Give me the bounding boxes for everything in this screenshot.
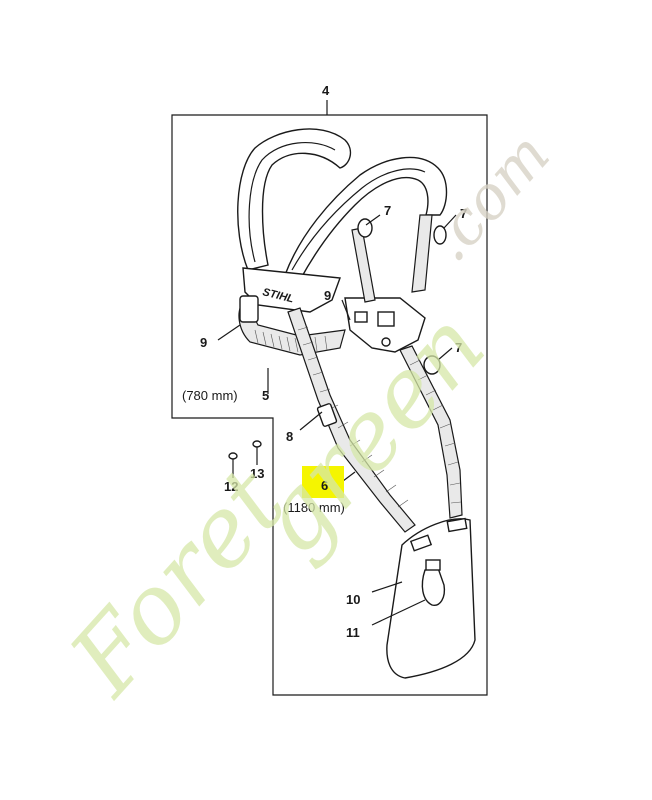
belt-clip-left: [239, 295, 259, 323]
watermark: Foret green .com: [48, 120, 564, 717]
label-buckle-right: 7: [460, 206, 467, 221]
strap-slider: [316, 403, 338, 427]
left-shoulder-pad: [237, 128, 352, 271]
label-clip-left: 9: [200, 335, 207, 350]
label-waist-length: (780 mm): [182, 388, 238, 403]
assembly-frame: [171, 114, 488, 696]
right-shoulder-pad: [284, 156, 448, 281]
rear-strap-right: [411, 214, 433, 293]
label-buckle-left: 7: [384, 203, 391, 218]
label-assembly: 4: [322, 83, 330, 98]
label-waist-belt: 5: [262, 388, 269, 403]
label-hip-pad: 10: [346, 592, 360, 607]
label-strap-length: (1180 mm): [283, 500, 345, 515]
rear-strap-left: [351, 227, 376, 303]
highlight-6: [302, 466, 344, 498]
label-buckle-mid: 7: [455, 340, 462, 355]
label-carabiner: 11: [346, 625, 360, 640]
side-strap: [399, 345, 463, 519]
buckle-7-c: [423, 355, 441, 375]
buckle-7-b: [433, 225, 447, 245]
label-nut: 13: [250, 466, 264, 481]
carabiner: [421, 567, 446, 606]
label-clip-mid: 9: [324, 288, 331, 303]
label-strap: 6: [321, 478, 328, 493]
label-slider: 8: [286, 429, 293, 444]
yoke-plate: [242, 267, 341, 313]
long-strap: [287, 307, 416, 533]
nut-part: [252, 440, 262, 448]
label-screw: 12: [224, 479, 238, 494]
